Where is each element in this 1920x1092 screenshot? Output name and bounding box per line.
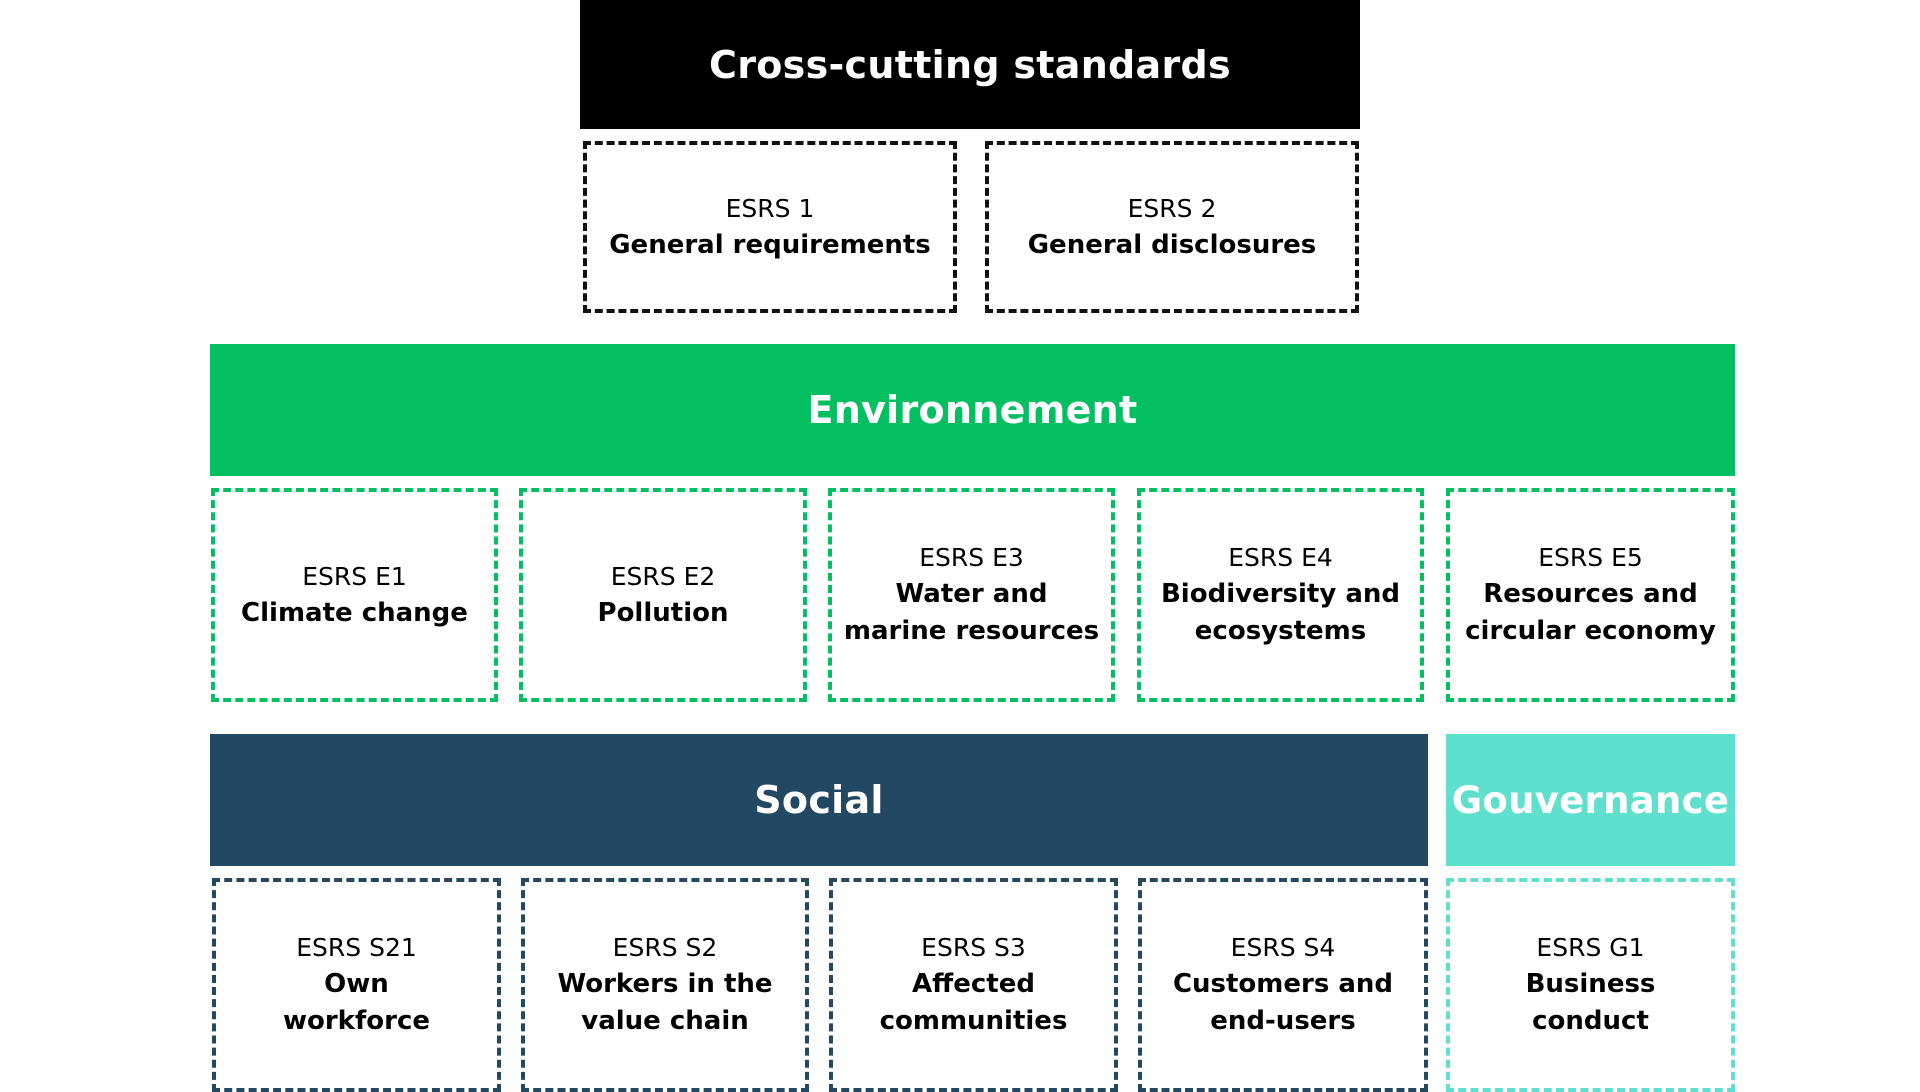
cross-cutting-header: Cross-cutting standards (580, 0, 1360, 129)
standard-box-esrs-s3: ESRS S3 Affected communities (829, 878, 1118, 1092)
standard-box-esrs-1: ESRS 1 General requirements (583, 141, 957, 313)
governance-title: Gouvernance (1451, 778, 1730, 822)
standard-code: ESRS E2 (610, 561, 716, 591)
cross-cutting-title: Cross-cutting standards (709, 42, 1231, 87)
standard-label: Affected communities (879, 969, 1068, 1036)
standard-box-esrs-g1: ESRS G1 Business conduct (1446, 878, 1735, 1092)
environment-title: Environnement (807, 388, 1138, 432)
standard-label: Resources and circular economy (1465, 579, 1716, 646)
standard-label: Water and marine resources (843, 579, 1100, 646)
standard-code: ESRS S4 (1230, 933, 1336, 962)
standard-label: Climate change (241, 597, 468, 628)
standard-label: Own workforce (282, 969, 431, 1036)
standard-label: Pollution (597, 597, 729, 628)
standard-box-esrs-s4: ESRS S4 Customers and end-users (1138, 878, 1428, 1092)
standard-label: Workers in the value chain (557, 969, 773, 1036)
standard-code: ESRS 2 (1127, 193, 1217, 223)
standard-code: ESRS S3 (921, 933, 1026, 962)
social-title: Social (754, 778, 884, 822)
standard-code: ESRS S2 (612, 933, 718, 962)
standard-box-esrs-s21: ESRS S21 Own workforce (212, 878, 501, 1092)
standard-box-esrs-s2: ESRS S2 Workers in the value chain (521, 878, 809, 1092)
social-header: Social (210, 734, 1428, 866)
standard-code: ESRS E4 (1228, 543, 1333, 572)
standard-box-esrs-e3: ESRS E3 Water and marine resources (828, 488, 1115, 702)
standard-code: ESRS E5 (1538, 543, 1643, 572)
standard-box-esrs-e4: ESRS E4 Biodiversity and ecosystems (1137, 488, 1424, 702)
standard-box-esrs-e5: ESRS E5 Resources and circular economy (1446, 488, 1735, 702)
standard-label: Biodiversity and ecosystems (1160, 579, 1400, 646)
standard-label: General disclosures (1027, 229, 1317, 260)
standard-code: ESRS G1 (1536, 933, 1645, 962)
standard-code: ESRS E1 (302, 561, 407, 591)
standard-box-esrs-e1: ESRS E1 Climate change (211, 488, 498, 702)
environment-header: Environnement (210, 344, 1735, 476)
standard-label: Business conduct (1525, 969, 1656, 1036)
governance-header: Gouvernance (1446, 734, 1735, 866)
standard-label: General requirements (609, 229, 931, 260)
standard-code: ESRS E3 (919, 543, 1024, 572)
standard-box-esrs-e2: ESRS E2 Pollution (519, 488, 807, 702)
standard-label: Customers and end-users (1172, 969, 1394, 1036)
standard-box-esrs-2: ESRS 2 General disclosures (985, 141, 1359, 313)
standard-code: ESRS 1 (725, 193, 815, 223)
standard-code: ESRS S21 (296, 933, 417, 962)
